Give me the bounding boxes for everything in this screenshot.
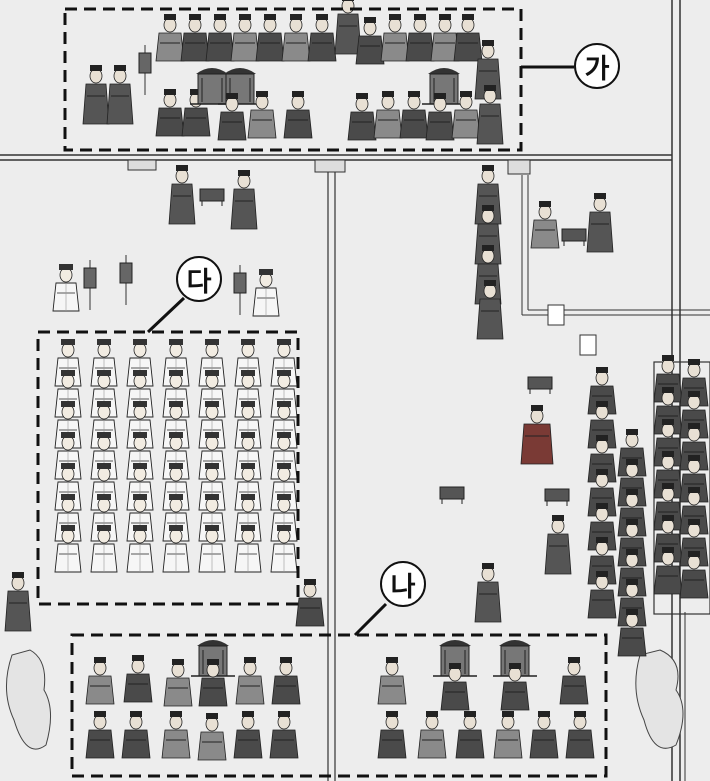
- callout-ga: 가: [574, 43, 620, 89]
- callout-da: 다: [176, 256, 222, 302]
- callout-na: 나: [380, 561, 426, 607]
